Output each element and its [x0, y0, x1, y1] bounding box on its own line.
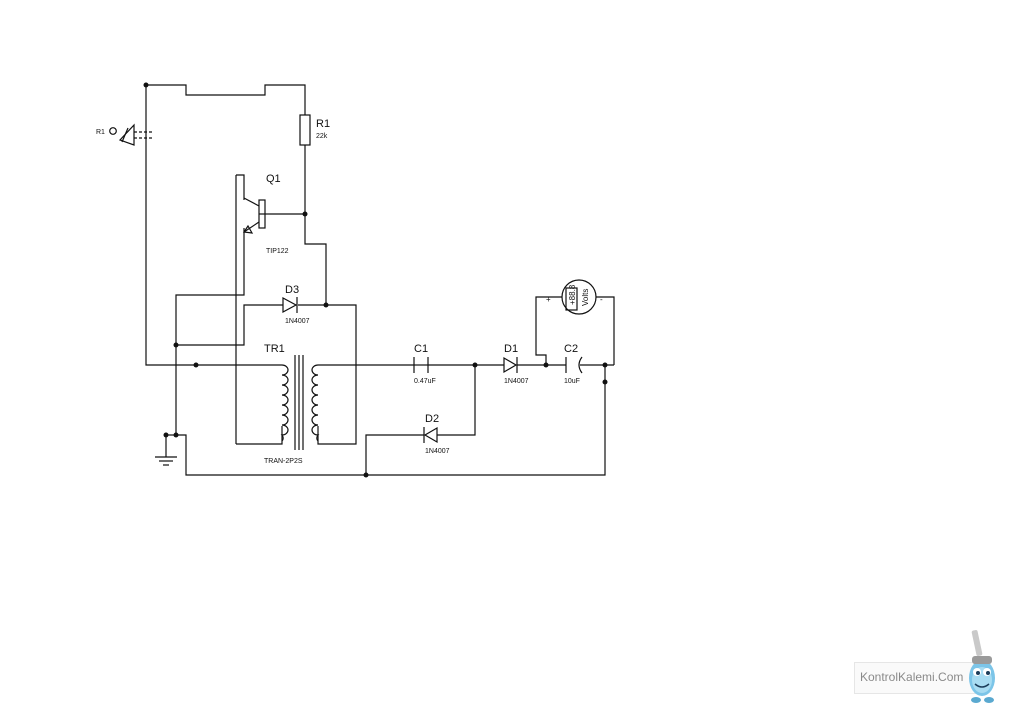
meter-minus: - — [600, 295, 603, 304]
watermark-box: KontrolKalemi.Com — [854, 662, 976, 694]
d2-diode: D2 1N4007 — [423, 413, 450, 455]
voltmeter: +88.8 Volts + - — [546, 279, 603, 315]
r1-sensor-ldr: R1 — [96, 123, 154, 146]
ground-symbol — [155, 456, 177, 466]
c1-capacitor: C1 0.47uF — [413, 343, 436, 385]
junction-dots — [143, 82, 608, 478]
watermark-text: KontrolKalemi.Com — [860, 670, 964, 684]
tr1-transformer: TR1 TRAN-2P2S — [264, 343, 320, 465]
r1-resistor: R1 22k — [299, 114, 330, 146]
d3-diode: D3 1N4007 — [282, 284, 310, 325]
q1-value: TIP122 — [266, 248, 289, 255]
q1-label: Q1 — [266, 173, 281, 185]
d1-value: 1N4007 — [504, 378, 529, 385]
meter-plus: + — [546, 295, 551, 304]
wires — [145, 84, 615, 476]
c2-value: 10uF — [564, 378, 580, 385]
c1-value: 0.47uF — [414, 378, 436, 385]
q1-transistor: Q1 TIP122 — [242, 173, 289, 255]
tr1-value: TRAN-2P2S — [264, 458, 303, 465]
c1-label: C1 — [414, 343, 428, 355]
d1-diode: D1 1N4007 — [503, 343, 529, 385]
meter-display: +88.8 — [568, 284, 577, 305]
d3-value: 1N4007 — [285, 318, 310, 325]
r1-value: 22k — [316, 133, 328, 140]
c2-label: C2 — [564, 343, 578, 355]
mascot-pen-logo — [969, 630, 995, 703]
d3-label: D3 — [285, 284, 299, 296]
c2-capacitor: C2 10uF — [564, 343, 583, 385]
tr1-label: TR1 — [264, 343, 285, 355]
r1-sensor-label: R1 — [96, 129, 105, 136]
meter-unit: Volts — [581, 289, 590, 306]
r1-label: R1 — [316, 118, 330, 130]
d2-value: 1N4007 — [425, 448, 450, 455]
d2-label: D2 — [425, 413, 439, 425]
d1-label: D1 — [504, 343, 518, 355]
